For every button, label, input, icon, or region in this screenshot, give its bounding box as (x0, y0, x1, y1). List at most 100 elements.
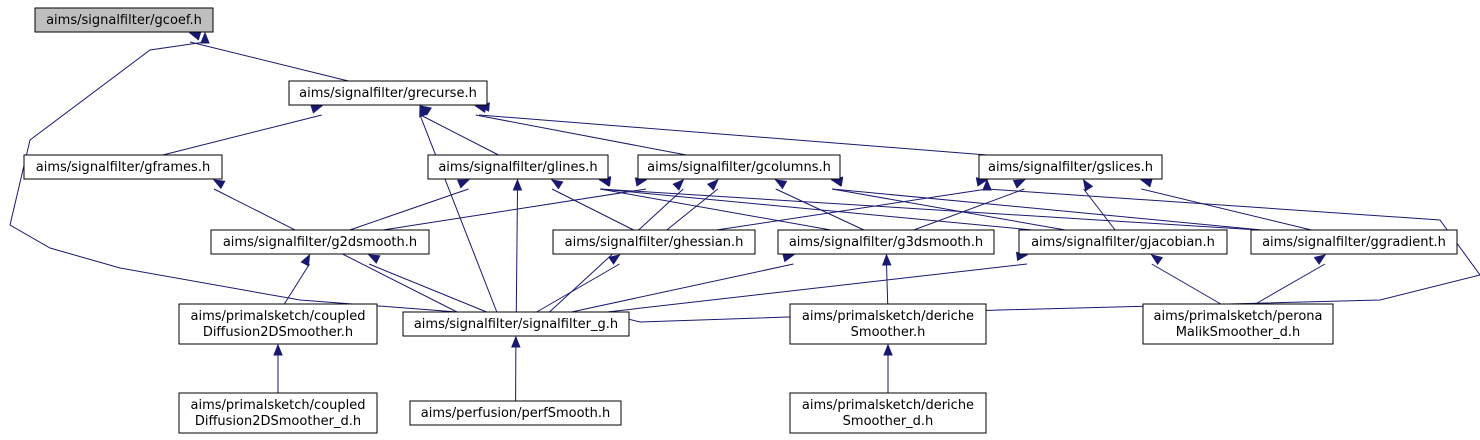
edge-signalfilter_g-to-ghessian (536, 263, 620, 313)
node-box (23, 154, 223, 180)
nodes-layer: aims/signalfilter/gcoef.h aims/signalfilt… (23, 7, 1458, 434)
edge-g3dsmooth-to-gcolumns (775, 188, 865, 231)
edge-gcolumns-to-grecurse (475, 114, 687, 156)
node-perfsmooth[interactable]: aims/perfusion/perfSmooth.h (409, 400, 622, 426)
node-gslices[interactable]: aims/signalfilter/gslices.h (978, 154, 1163, 180)
edges-layer (9, 31, 1480, 402)
node-label: aims/signalfilter/g2dsmooth.h (223, 235, 417, 250)
edge-g2dsmooth-to-gcolumns (382, 188, 647, 231)
edge-gjacobian-to-gcolumns (831, 188, 1066, 231)
node-label: aims/signalfilter/grecurse.h (299, 86, 477, 101)
node-label: aims/signalfilter/gslices.h (988, 160, 1153, 175)
arrowhead-coupled-to-g2dsmooth (300, 253, 311, 267)
node-box (789, 392, 987, 434)
node-grecurse[interactable]: aims/signalfilter/grecurse.h (288, 80, 488, 106)
node-label: aims/signalfilter/ghessian.h (565, 235, 744, 250)
node-label: aims/signalfilter/gjacobian.h (1031, 235, 1215, 250)
node-coupled_d[interactable]: aims/primalsketch/coupledDiffusion2DSmoo… (178, 392, 378, 434)
arrowhead-ghessian-to-glines (550, 179, 564, 190)
node-ggradient[interactable]: aims/signalfilter/ggradient.h (1250, 229, 1458, 255)
edge-ggradient-to-gslices (1141, 188, 1312, 231)
arrowhead-gjacobian-to-gslices (1082, 178, 1094, 192)
node-g2dsmooth[interactable]: aims/signalfilter/g2dsmooth.h (210, 229, 430, 255)
node-label: aims/signalfilter/gcolumns.h (647, 160, 831, 175)
node-box (1018, 229, 1228, 255)
node-label: aims/signalfilter/g3dsmooth.h (789, 235, 983, 250)
edge-ggradient-to-gcolumns (831, 188, 1262, 231)
edge-gslices-to-grecurse (478, 114, 988, 156)
edge-g2dsmooth-to-glines (349, 188, 469, 231)
node-box (178, 303, 378, 345)
edge-glines-to-grecurse (420, 114, 499, 156)
edge-signalfilter_g-to-glines (515, 188, 518, 313)
node-glines[interactable]: aims/signalfilter/glines.h (427, 154, 609, 180)
node-gcolumns[interactable]: aims/signalfilter/gcolumns.h (637, 154, 841, 180)
arrowhead-signalfilter_g-to-g3dsmooth (782, 253, 795, 263)
arrowhead-perfsmooth-to-signalfilter_g (511, 335, 521, 348)
node-box (288, 80, 488, 106)
edge-signalfilter_g-to-g3dsmooth (571, 263, 794, 313)
edge-g3dsmooth-to-glines (599, 188, 831, 231)
node-gframes[interactable]: aims/signalfilter/gframes.h (23, 154, 223, 180)
node-box (178, 392, 378, 434)
arrowhead-deriche-to-g3dsmooth (882, 253, 892, 266)
arrowhead-perona-to-ggradient (1313, 254, 1327, 265)
node-coupled[interactable]: aims/primalsketch/coupledDiffusion2DSmoo… (178, 303, 378, 345)
edge-ghessian-to-gcolumns (666, 188, 719, 231)
edge-signalfilter_g-to-gslices (599, 188, 1480, 323)
node-label: aims/primalsketch/perona (1153, 309, 1322, 324)
node-label: Smoother.h (851, 325, 926, 340)
node-label: aims/signalfilter/signalfilter_g.h (414, 317, 618, 332)
node-label: aims/signalfilter/gcoef.h (46, 13, 202, 28)
node-signalfilter_g[interactable]: aims/signalfilter/signalfilter_g.h (402, 311, 630, 337)
node-label: Diffusion2DSmoother.h (203, 325, 353, 340)
node-gjacobian[interactable]: aims/signalfilter/gjacobian.h (1018, 229, 1228, 255)
arrowhead-signalfilter_g-to-glines (512, 178, 523, 191)
arrowhead-g3dsmooth-to-gslices (1012, 179, 1026, 189)
node-label: aims/primalsketch/coupled (191, 398, 366, 413)
node-label: aims/perfusion/perfSmooth.h (421, 406, 610, 421)
arrowhead-signalfilter_g-to-grecurse (419, 104, 429, 118)
edge-ghessian-to-gslices (716, 188, 988, 231)
node-gcoef[interactable]: aims/signalfilter/gcoef.h (34, 7, 214, 33)
edge-gjacobian-to-gslices (1083, 188, 1116, 231)
arrowhead-coupled_d-to-coupled (273, 343, 283, 356)
node-label: aims/signalfilter/glines.h (438, 160, 597, 175)
arrowhead-signalfilter_g-to-gcoef (200, 31, 210, 44)
arrowhead-gframes-to-grecurse (310, 104, 324, 114)
arrowhead-grecurse-to-gcoef (188, 31, 202, 41)
node-box (34, 7, 214, 33)
node-box (777, 229, 995, 255)
edge-signalfilter_g-to-grecurse (419, 114, 498, 313)
node-label: aims/primalsketch/coupled (191, 309, 366, 324)
arrowhead-signalfilter_g-to-gcolumns (672, 179, 685, 191)
node-label: MalikSmoother_d.h (1176, 325, 1301, 340)
node-box (978, 154, 1163, 180)
node-box (1142, 303, 1334, 345)
node-box (210, 229, 430, 255)
edge-signalfilter_g-to-g2dsmooth (368, 263, 487, 313)
node-box (409, 400, 622, 426)
edge-gframes-to-grecurse (162, 114, 322, 156)
node-label: aims/primalsketch/deriche (802, 309, 974, 324)
node-box (552, 229, 756, 255)
edge-gjacobian-to-glines (599, 188, 1033, 231)
node-ghessian[interactable]: aims/signalfilter/ghessian.h (552, 229, 756, 255)
node-perona[interactable]: aims/primalsketch/peronaMalikSmoother_d.… (1142, 303, 1334, 345)
node-g3dsmooth[interactable]: aims/signalfilter/g3dsmooth.h (777, 229, 995, 255)
edge-coupled-to-g2dsmooth (283, 263, 310, 305)
node-box (789, 303, 987, 345)
node-label: aims/signalfilter/ggradient.h (1262, 235, 1446, 250)
node-label: Smoother_d.h (843, 414, 934, 429)
node-box (427, 154, 609, 180)
arrowhead-ghessian-to-gcolumns (706, 179, 719, 191)
edge-grecurse-to-gcoef (189, 41, 349, 82)
edge-ghessian-to-glines (551, 188, 634, 231)
node-label: aims/signalfilter/gframes.h (36, 160, 210, 175)
edge-g3dsmooth-to-gslices (913, 188, 1025, 231)
arrowhead-signalfilter_g-to-g2dsmooth (367, 254, 381, 264)
node-box (402, 311, 630, 337)
